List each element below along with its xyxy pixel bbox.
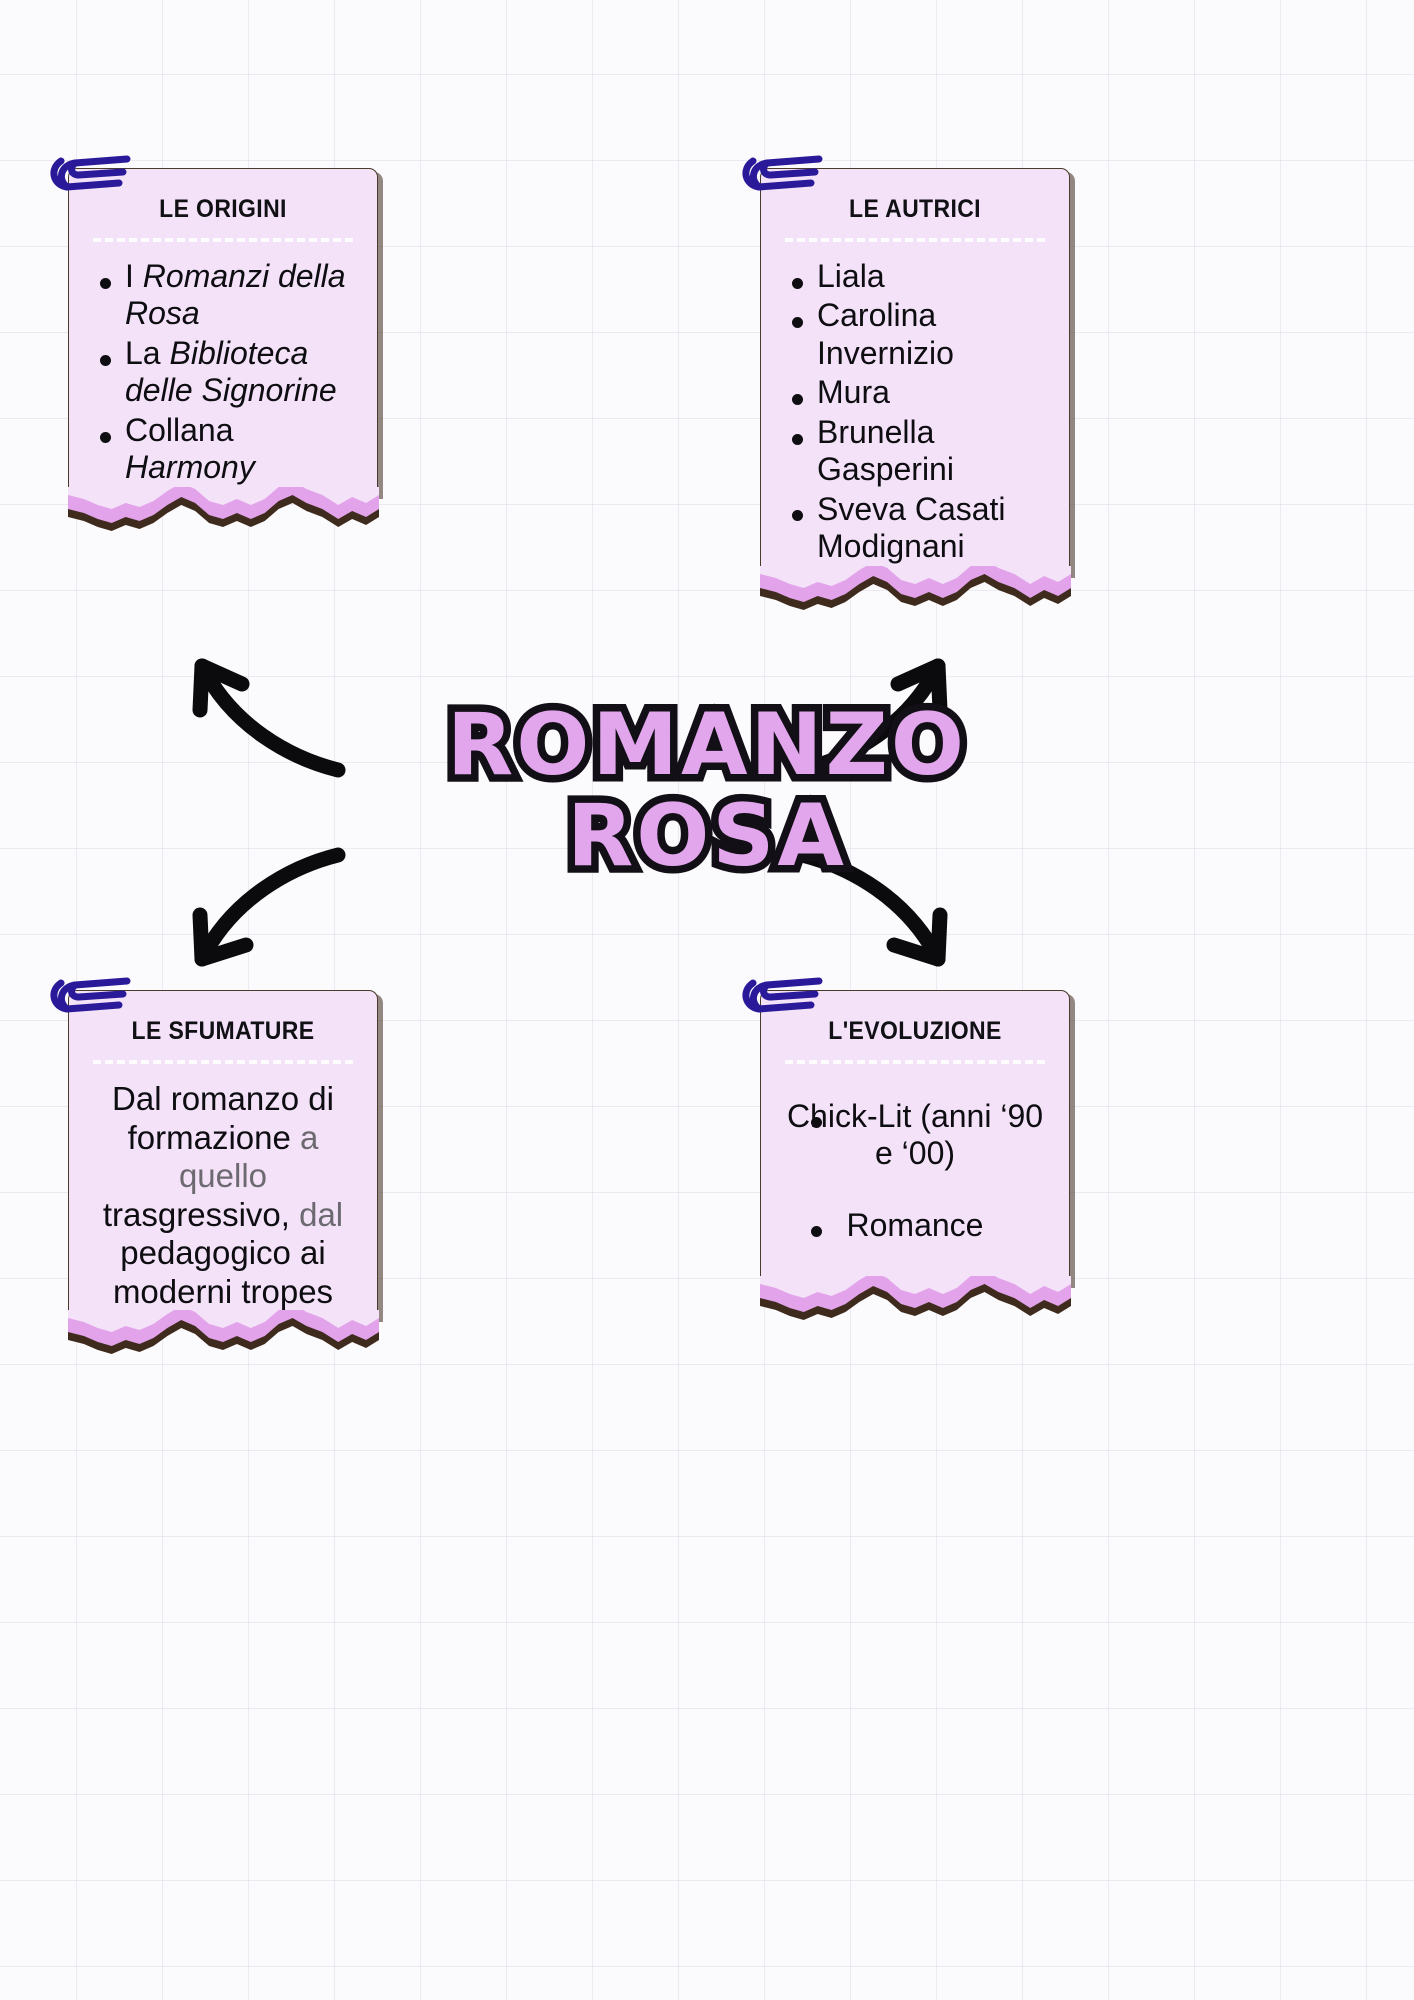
list-item: Romance bbox=[783, 1207, 1047, 1244]
paperclip-icon bbox=[50, 977, 131, 1013]
list-item: Collana Harmony bbox=[91, 412, 355, 487]
card-heading: LE AUTRICI bbox=[849, 195, 981, 223]
torn-paper-edge bbox=[67, 1309, 379, 1354]
item-plain: I bbox=[125, 258, 143, 294]
page-title: ROMANZO ROSA bbox=[0, 692, 1414, 889]
curved-arrow-icon bbox=[794, 658, 948, 778]
card-heading: LE SFUMATURE bbox=[131, 1017, 315, 1045]
card-levoluzione: L'EVOLUZIONE Chick-Lit (anni ‘90 e ‘00) … bbox=[742, 977, 1071, 1321]
card-heading: LE ORIGINI bbox=[159, 195, 287, 223]
card-le-autrici: LE AUTRICI Liala Carolina Invernizio Mur… bbox=[742, 155, 1071, 610]
torn-paper-edge bbox=[67, 486, 379, 531]
paperclip-icon bbox=[742, 977, 823, 1013]
list-item: Carolina Invernizio bbox=[783, 297, 1047, 372]
dashed-divider bbox=[785, 1060, 1045, 1064]
card-le-sfumature: LE SFUMATURE Dal romanzo di formazione a… bbox=[50, 977, 379, 1354]
item-plain: Collana bbox=[125, 411, 234, 448]
list-item: Chick-Lit (anni ‘90 e ‘00) bbox=[783, 1098, 1047, 1173]
title-line-1: ROMANZO bbox=[440, 692, 972, 798]
text-part: Dal romanzo di formazione bbox=[112, 1080, 334, 1156]
list-item: Brunella Gasperini bbox=[783, 414, 1047, 489]
dashed-divider bbox=[785, 238, 1045, 242]
autrici-list: Liala Carolina Invernizio Mura Brunella … bbox=[783, 258, 1047, 566]
list-item: Mura bbox=[783, 374, 1047, 411]
curved-arrow-icon bbox=[192, 658, 346, 778]
paperclip-icon bbox=[50, 155, 131, 191]
item-plain: La bbox=[125, 334, 170, 371]
sfumature-paragraph: Dal romanzo di formazione a quello trasg… bbox=[91, 1080, 355, 1312]
card-heading: L'EVOLUZIONE bbox=[828, 1017, 1002, 1045]
paperclip-icon bbox=[742, 155, 823, 191]
dashed-divider bbox=[93, 1060, 353, 1064]
list-item: I Romanzi della Rosa bbox=[91, 258, 355, 333]
evoluzione-list: Chick-Lit (anni ‘90 e ‘00) Romance bbox=[783, 1098, 1047, 1244]
list-item: Liala bbox=[783, 258, 1047, 295]
text-part-gray: dal bbox=[299, 1195, 344, 1233]
item-italic: Harmony bbox=[125, 449, 255, 486]
text-part: trasgressivo, bbox=[102, 1195, 300, 1233]
text-part-gray: a quello bbox=[178, 1118, 319, 1195]
card-le-origini: LE ORIGINI I Romanzi della Rosa La Bibli… bbox=[50, 155, 379, 531]
list-item: La Biblioteca delle Signorine bbox=[91, 335, 355, 410]
title-line-2: ROSA bbox=[560, 783, 852, 889]
dashed-divider bbox=[93, 238, 353, 242]
origini-list: I Romanzi della Rosa La Biblioteca delle… bbox=[91, 258, 355, 487]
curved-arrow-icon bbox=[192, 847, 346, 967]
item-italic: Romanzi della Rosa bbox=[125, 258, 346, 332]
list-item: Sveva Casati Modignani bbox=[783, 491, 1047, 566]
curved-arrow-icon bbox=[794, 847, 948, 967]
item-italic: Biblioteca delle Signorine bbox=[125, 334, 337, 409]
torn-paper-edge bbox=[759, 565, 1071, 610]
torn-paper-edge bbox=[759, 1276, 1071, 1321]
text-part: pedagogico ai moderni tropes bbox=[112, 1234, 334, 1311]
